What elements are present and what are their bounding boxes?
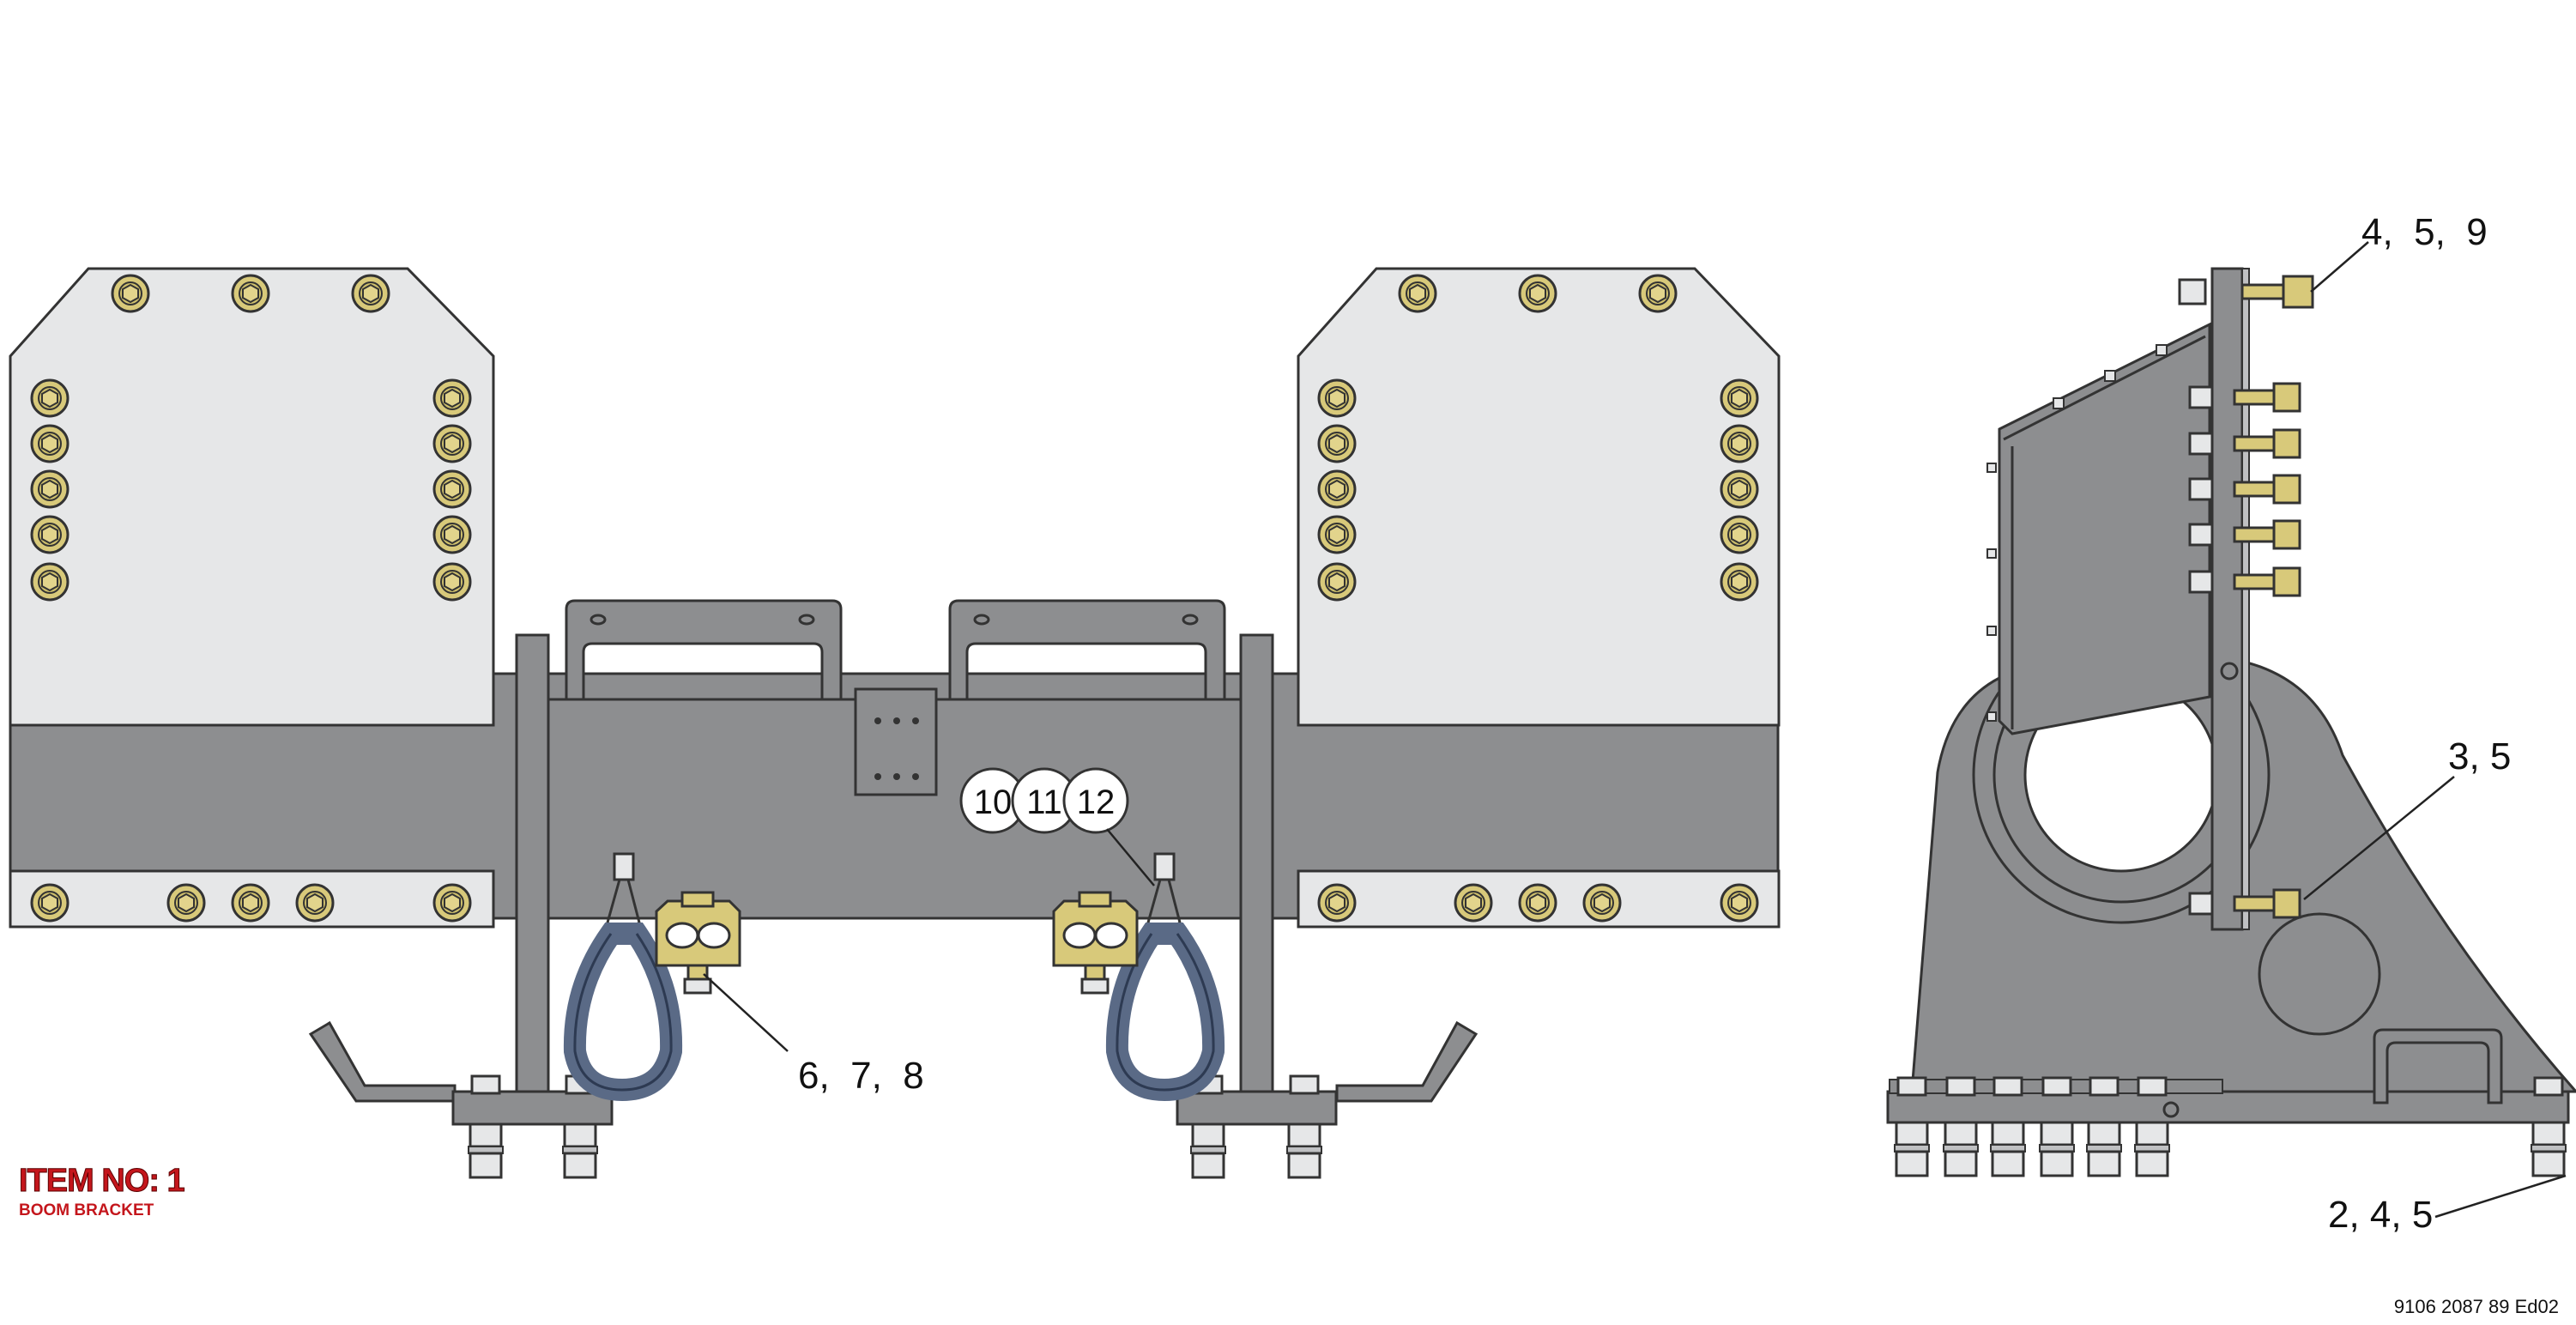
drawing-number: 9106 2087 89 Ed02 [2393, 1296, 2559, 1317]
leader-line-459 [2310, 241, 2369, 293]
lower-boss [2258, 912, 2381, 1036]
circle-label-12: 12 [1077, 784, 1116, 821]
left-foot-arm [308, 1020, 457, 1103]
callout-2-4-5: 2, 4, 5 [2328, 1194, 2433, 1236]
left-hose-assembly [563, 852, 741, 1102]
side-view [1886, 241, 2576, 1219]
right-hose-assembly [1052, 852, 1225, 1102]
circle-label-11: 11 [1026, 784, 1062, 821]
left-mounting-plate [9, 267, 495, 727]
callout-4-5-9: 4, 5, 9 [2361, 211, 2488, 253]
right-leg [1239, 633, 1274, 1100]
right-top-handle [948, 599, 1226, 701]
center-plate [854, 687, 938, 796]
callout-circles: 10 11 12 [959, 767, 1155, 886]
callout-3-5: 3, 5 [2448, 735, 2511, 777]
right-foot-arm [1335, 1020, 1478, 1103]
slanted-plate-fasteners [1986, 344, 2168, 722]
callout-6-7-8: 6, 7, 8 [798, 1055, 924, 1097]
left-leg [515, 633, 550, 1100]
item-name-label: BOOM BRACKET [19, 1201, 154, 1219]
left-top-handle [565, 599, 843, 701]
item-number-label: ITEM NO: 1 [19, 1163, 186, 1200]
side-base-plate [1886, 1090, 2570, 1124]
circle-label-10: 10 [974, 784, 1013, 821]
callout-circle-12 [1062, 767, 1129, 834]
left-foot-plate [451, 1090, 614, 1126]
front-view: 10 11 12 [9, 267, 1781, 1179]
side-u-bracket [2373, 1028, 2503, 1104]
leader-line-245 [2434, 1174, 2567, 1219]
right-foot-plate [1176, 1090, 1338, 1126]
leader-line-35 [2303, 776, 2455, 900]
side-bolts [2178, 275, 2314, 919]
right-mounting-plate [1297, 267, 1781, 727]
slanted-top-plate [1998, 322, 2211, 735]
leader-line-678 [703, 973, 789, 1052]
vertical-mounting-plate [2210, 267, 2244, 931]
